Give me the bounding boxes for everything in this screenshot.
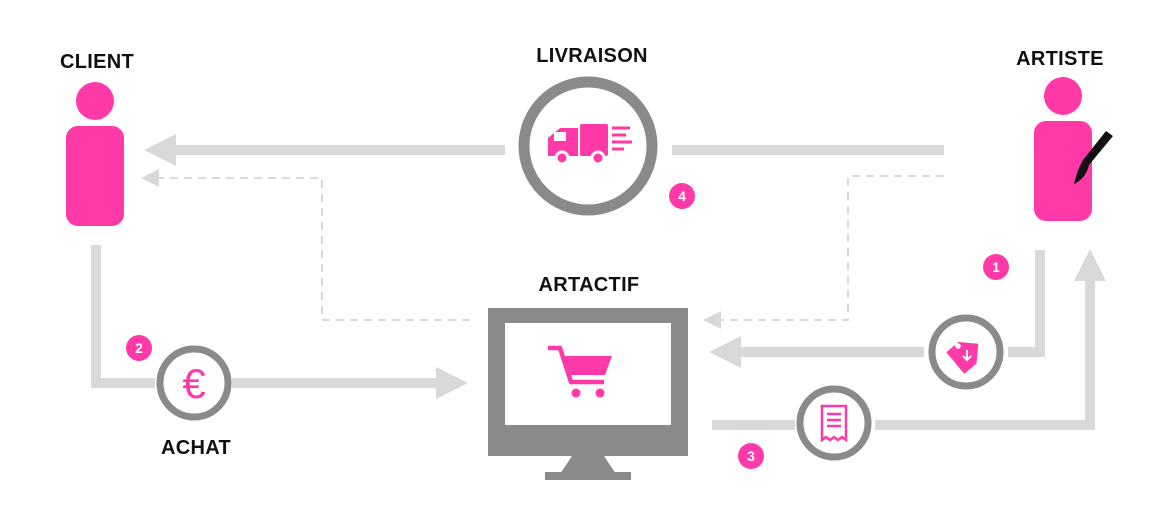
artactif-to-client-dashed-line <box>141 169 470 321</box>
client-label: CLIENT <box>59 51 135 73</box>
artist-to-tag-line <box>1008 250 1045 357</box>
client-to-purchase-line <box>91 245 155 388</box>
step-3-badge: 3 <box>738 443 764 469</box>
step-4-badge: 4 <box>669 183 695 209</box>
artactif-label: ARTACTIF <box>538 274 640 296</box>
receipt-node <box>796 385 872 461</box>
artist-to-artactif-dashed-line <box>703 175 944 329</box>
purchase-node: € <box>156 345 232 421</box>
shopping-cart-icon <box>548 345 612 398</box>
artactif-monitor-icon <box>488 308 688 480</box>
client-person-icon <box>66 82 124 226</box>
receipt-to-artist-line <box>875 248 1107 430</box>
paintbrush-icon <box>1074 131 1113 184</box>
delivery-truck-icon <box>548 124 632 166</box>
price-tag-icon <box>946 341 979 374</box>
achat-label: ACHAT <box>160 437 232 459</box>
receipt-icon <box>820 404 848 443</box>
livraison-label: LIVRAISON <box>536 45 648 67</box>
step-1-badge: 1 <box>983 254 1009 280</box>
euro-icon: € <box>182 360 205 407</box>
step-2-badge: 2 <box>126 335 152 361</box>
artiste-label: ARTISTE <box>1016 48 1104 70</box>
artist-person-icon <box>1034 77 1092 221</box>
